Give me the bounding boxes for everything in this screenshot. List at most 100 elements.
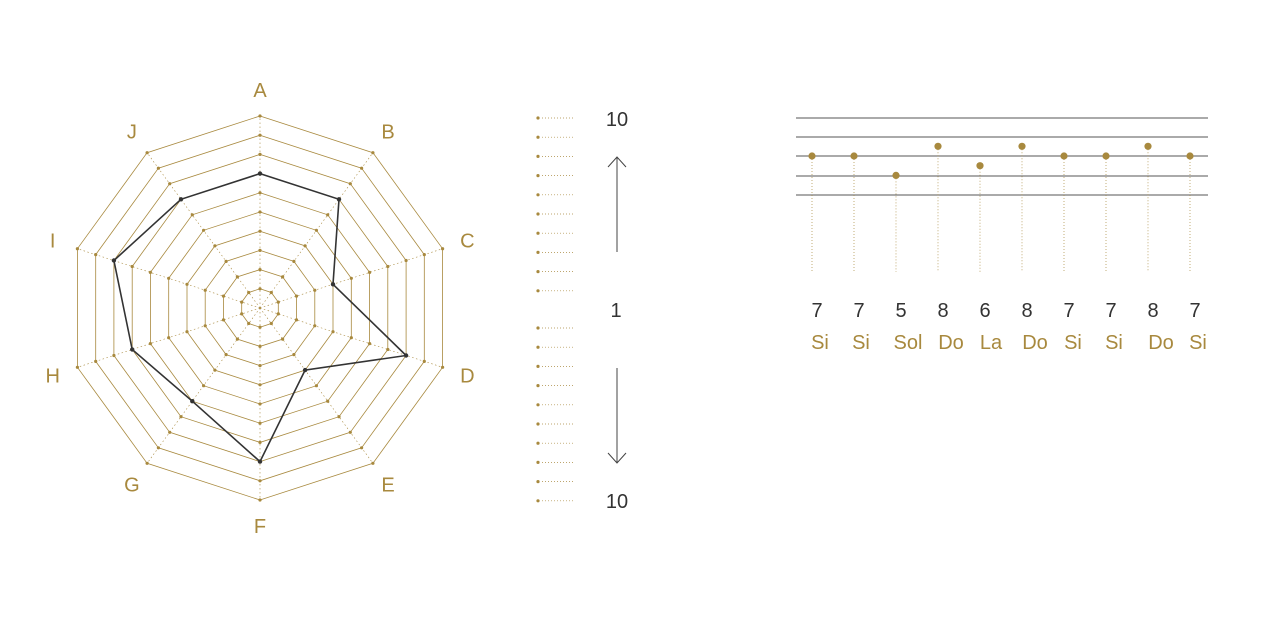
radar-tick-dot — [75, 247, 79, 251]
radar-tick-dot — [258, 498, 262, 502]
radar-axis-label: B — [381, 122, 394, 144]
radar-tick-dot — [258, 268, 262, 272]
radar-tick-dot — [224, 353, 228, 357]
radar-tick-dot — [258, 133, 262, 137]
radar-tick-dot — [349, 276, 353, 280]
radar-tick-dot — [313, 288, 317, 292]
staff-point — [1144, 142, 1152, 150]
radar-axis-label: H — [45, 365, 59, 387]
radar-tick-dot — [112, 353, 116, 358]
radar-tick-dot — [348, 430, 352, 434]
radar-tick-dot — [368, 342, 372, 346]
radar-tick-dot — [235, 275, 239, 279]
radar-axis-label: F — [254, 516, 266, 538]
radar-tick-dot — [281, 275, 285, 279]
radar-tick-dot — [368, 270, 372, 274]
staff-note-label: Si — [1105, 332, 1123, 354]
arrow-down-icon — [607, 368, 627, 464]
legend-dot — [536, 422, 540, 426]
legend-dot — [536, 154, 540, 158]
radar-tick-dot — [258, 440, 262, 444]
legend-dot — [536, 270, 540, 274]
radar-point — [111, 258, 117, 263]
radar-tick-dot — [349, 336, 353, 340]
staff-points — [808, 142, 1194, 179]
legend-dot — [536, 135, 540, 139]
radar-tick-dot — [276, 312, 280, 316]
staff-value-label: 7 — [1105, 300, 1116, 322]
radar-point — [403, 353, 409, 358]
legend-dot — [536, 193, 540, 197]
staff-value-label: 8 — [1021, 300, 1032, 322]
radar-tick-dot — [441, 365, 445, 369]
radar-axis-label: A — [253, 80, 267, 102]
radar-tick-dot — [148, 270, 152, 274]
staff-note-label: La — [980, 332, 1003, 354]
radar-tick-dot — [371, 461, 375, 465]
radar-tick-dot — [185, 330, 189, 334]
legend-dot — [536, 403, 540, 407]
staff-note-label: Si — [852, 332, 870, 354]
radar-tick-dot — [422, 359, 426, 363]
radar-tick-dot — [326, 213, 330, 217]
radar-tick-dot — [294, 318, 299, 322]
radar-tick-dot — [221, 294, 226, 298]
staff-note-label: Si — [1189, 332, 1207, 354]
radar-tick-dot — [94, 253, 98, 257]
radar-tick-dot — [269, 321, 273, 326]
radar-point — [302, 367, 308, 373]
radar-axis-label: J — [127, 122, 137, 144]
legend-dot — [536, 364, 540, 368]
legend-dot — [536, 384, 540, 388]
staff-value-label: 8 — [1147, 300, 1158, 322]
radar-tick-dot — [292, 353, 296, 357]
staff-point — [850, 152, 858, 160]
radar-tick-dot — [94, 359, 98, 363]
legend-middle-label: 1 — [610, 300, 621, 322]
radar-tick-dot — [371, 151, 375, 155]
radar-tick-dot — [313, 324, 317, 328]
legend-dot — [536, 480, 540, 484]
staff-point — [1186, 152, 1194, 160]
staff-value-label: 8 — [937, 300, 948, 322]
legend-dot — [536, 460, 540, 464]
legend-dot — [536, 212, 540, 216]
radar-tick-dot — [168, 430, 172, 434]
radar-tick-dot — [360, 446, 364, 450]
legend-dot — [536, 116, 540, 120]
radar-tick-dot — [303, 244, 307, 248]
radar-tick-dot — [269, 290, 273, 295]
radar-tick-dot — [337, 415, 341, 419]
radar-series-points — [111, 171, 409, 464]
radar-axis-label: G — [124, 474, 140, 496]
staff-note-label: Do — [938, 332, 964, 354]
staff-note-label: Si — [811, 332, 829, 354]
radar-tick-dot — [258, 325, 262, 329]
legend-rows — [536, 116, 573, 503]
radar-tick-dot — [202, 384, 206, 388]
radar-tick-dot — [145, 461, 149, 465]
radar-tick-dot — [247, 290, 251, 295]
staff-stems — [811, 146, 1191, 272]
radar-tick-dot — [348, 182, 352, 186]
radar-point — [130, 347, 135, 352]
radar-tick-dot — [386, 347, 390, 352]
radar-tick-dot — [258, 344, 262, 348]
staff-value-label: 6 — [979, 300, 990, 322]
staff-note-label: Si — [1064, 332, 1082, 354]
arrow-up-icon — [607, 156, 627, 252]
radar-tick-dot — [281, 337, 285, 341]
radar-tick-dot — [258, 248, 262, 252]
radar-tick-dot — [292, 259, 296, 263]
staff-value-label: 7 — [1063, 300, 1074, 322]
radar-tick-dot — [156, 166, 160, 170]
radar-axis-label: E — [381, 474, 394, 496]
radar-point — [330, 282, 336, 287]
radar-tick-dot — [167, 336, 171, 340]
